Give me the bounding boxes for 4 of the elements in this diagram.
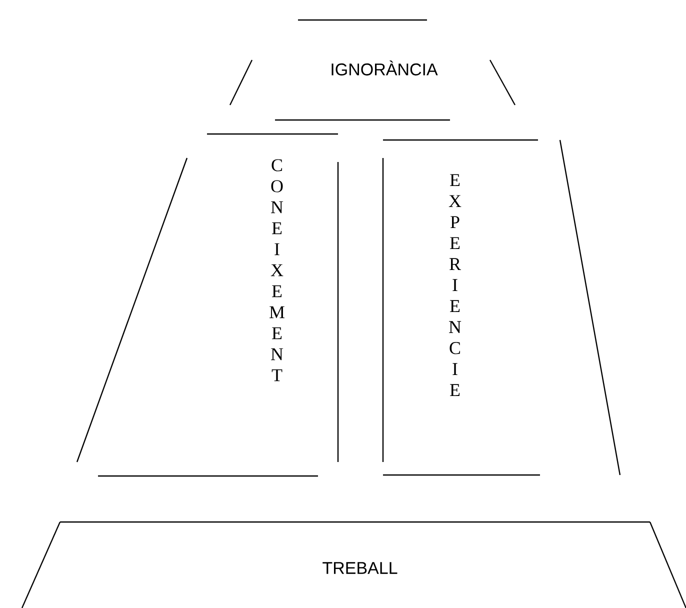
pyramid-section: TREBALL <box>21 521 686 608</box>
pyramid-section: EXPERIENCIE <box>382 139 621 476</box>
pyramid-section: CONEIXEMENT <box>76 133 339 477</box>
pyramid-section: IGNORÀNCIA <box>229 19 516 121</box>
